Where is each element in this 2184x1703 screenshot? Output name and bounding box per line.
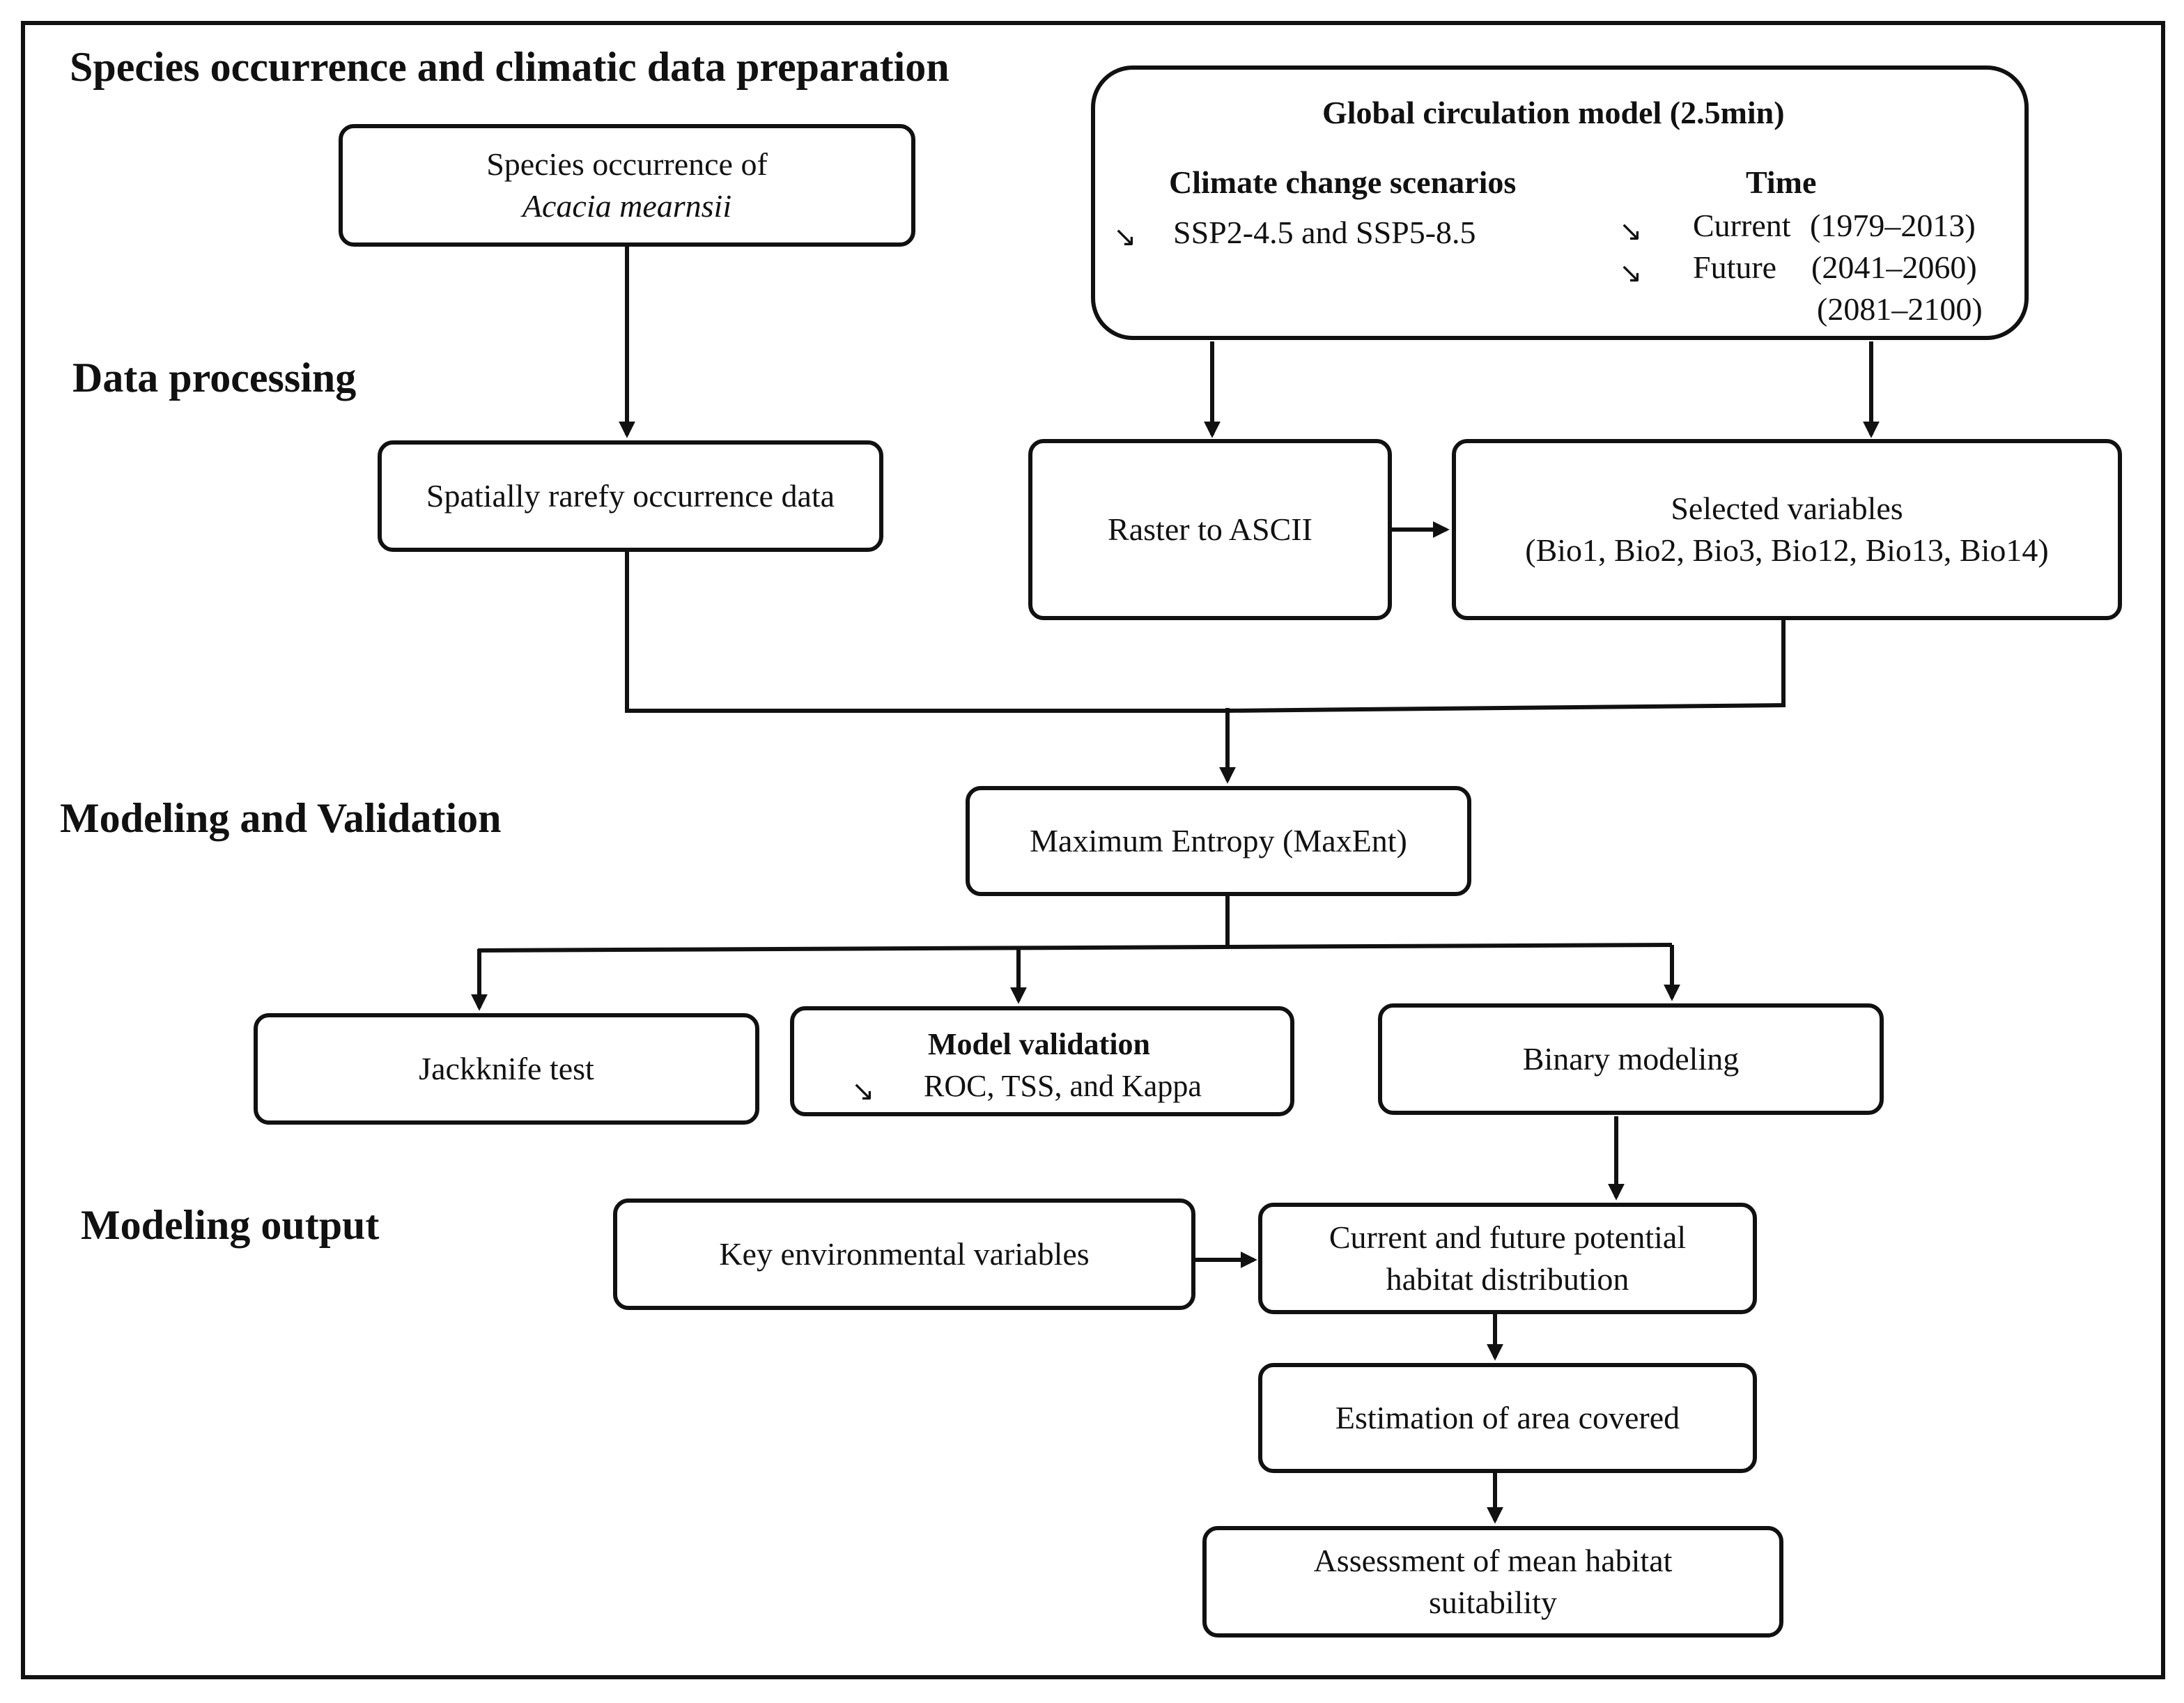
node-selected-variables: Selected variables (Bio1, Bio2, Bio3, Bi… xyxy=(1452,439,2122,620)
section-output: Modeling output xyxy=(81,1202,380,1248)
key-variables-label: Key environmental variables xyxy=(719,1236,1090,1272)
species-name: Acacia mearnsii xyxy=(522,188,732,224)
area-label: Estimation of area covered xyxy=(1335,1400,1680,1436)
node-rarefy: Spatially rarefy occurrence data xyxy=(378,440,883,552)
maxent-label: Maximum Entropy (MaxEnt) xyxy=(1030,823,1407,859)
gcm-scenarios-item: SSP2-4.5 and SSP5-8.5 xyxy=(1173,215,1476,250)
merge-rarefy xyxy=(625,550,1226,713)
habitat-line2: habitat distribution xyxy=(1386,1261,1629,1297)
diagram-frame xyxy=(21,21,2165,1679)
gcm-time-heading: Time xyxy=(1746,164,1817,200)
node-habitat-distribution: Current and future potential habitat dis… xyxy=(1258,1203,1757,1314)
bullet-arrow-icon: ↘ xyxy=(851,1075,875,1107)
split-bar xyxy=(477,943,1673,953)
validation-title: Model validation xyxy=(928,1027,1151,1061)
section-processing: Data processing xyxy=(72,355,357,401)
node-species-occurrence: Species occurrence of Acacia mearnsii xyxy=(339,124,915,247)
validation-item: ROC, TSS, and Kappa xyxy=(924,1069,1202,1103)
jackknife-label: Jackknife test xyxy=(419,1051,594,1087)
merge-selected xyxy=(1225,620,1786,713)
section-preparation: Species occurrence and climatic data pre… xyxy=(70,44,950,90)
node-gcm: Global circulation model (2.5min) Climat… xyxy=(1091,66,2029,340)
gcm-future-label: Future xyxy=(1693,249,1777,285)
gcm-current-range: (1979–2013) xyxy=(1810,208,1976,243)
habitat-line1: Current and future potential xyxy=(1329,1219,1687,1256)
section-modeling: Modeling and Validation xyxy=(60,795,502,841)
bullet-arrow-icon: ↘ xyxy=(1619,215,1643,247)
bullet-arrow-icon: ↘ xyxy=(1619,257,1643,289)
gcm-current-label: Current xyxy=(1693,208,1791,243)
gcm-future-range1: (2041–2060) xyxy=(1811,249,1977,285)
gcm-future-range2: (2081–2100) xyxy=(1817,291,1983,327)
bullet-arrow-icon: ↘ xyxy=(1113,221,1137,253)
gcm-scenarios-heading: Climate change scenarios xyxy=(1169,164,1517,200)
node-key-variables: Key environmental variables xyxy=(613,1199,1195,1310)
node-model-validation: Model validation ↘ ROC, TSS, and Kappa xyxy=(790,1006,1294,1116)
node-jackknife: Jackknife test xyxy=(254,1013,759,1125)
species-occurrence-line1: Species occurrence of xyxy=(486,146,768,183)
gcm-title: Global circulation model (2.5min) xyxy=(1322,95,1785,130)
node-habitat-suitability: Assessment of mean habitat suitability xyxy=(1202,1526,1783,1638)
node-binary-modeling: Binary modeling xyxy=(1378,1003,1884,1115)
selected-variables-line2: (Bio1, Bio2, Bio3, Bio12, Bio13, Bio14) xyxy=(1525,532,2049,568)
node-raster-ascii: Raster to ASCII xyxy=(1028,439,1392,620)
raster-label: Raster to ASCII xyxy=(1108,511,1312,548)
suitability-line1: Assessment of mean habitat xyxy=(1313,1543,1673,1579)
suitability-line2: suitability xyxy=(1429,1585,1557,1620)
binary-label: Binary modeling xyxy=(1522,1041,1740,1077)
node-area-estimation: Estimation of area covered xyxy=(1258,1363,1757,1473)
node-maxent: Maximum Entropy (MaxEnt) xyxy=(966,786,1471,896)
rarefy-label: Spatially rarefy occurrence data xyxy=(426,478,835,514)
selected-variables-line1: Selected variables xyxy=(1671,491,1903,527)
